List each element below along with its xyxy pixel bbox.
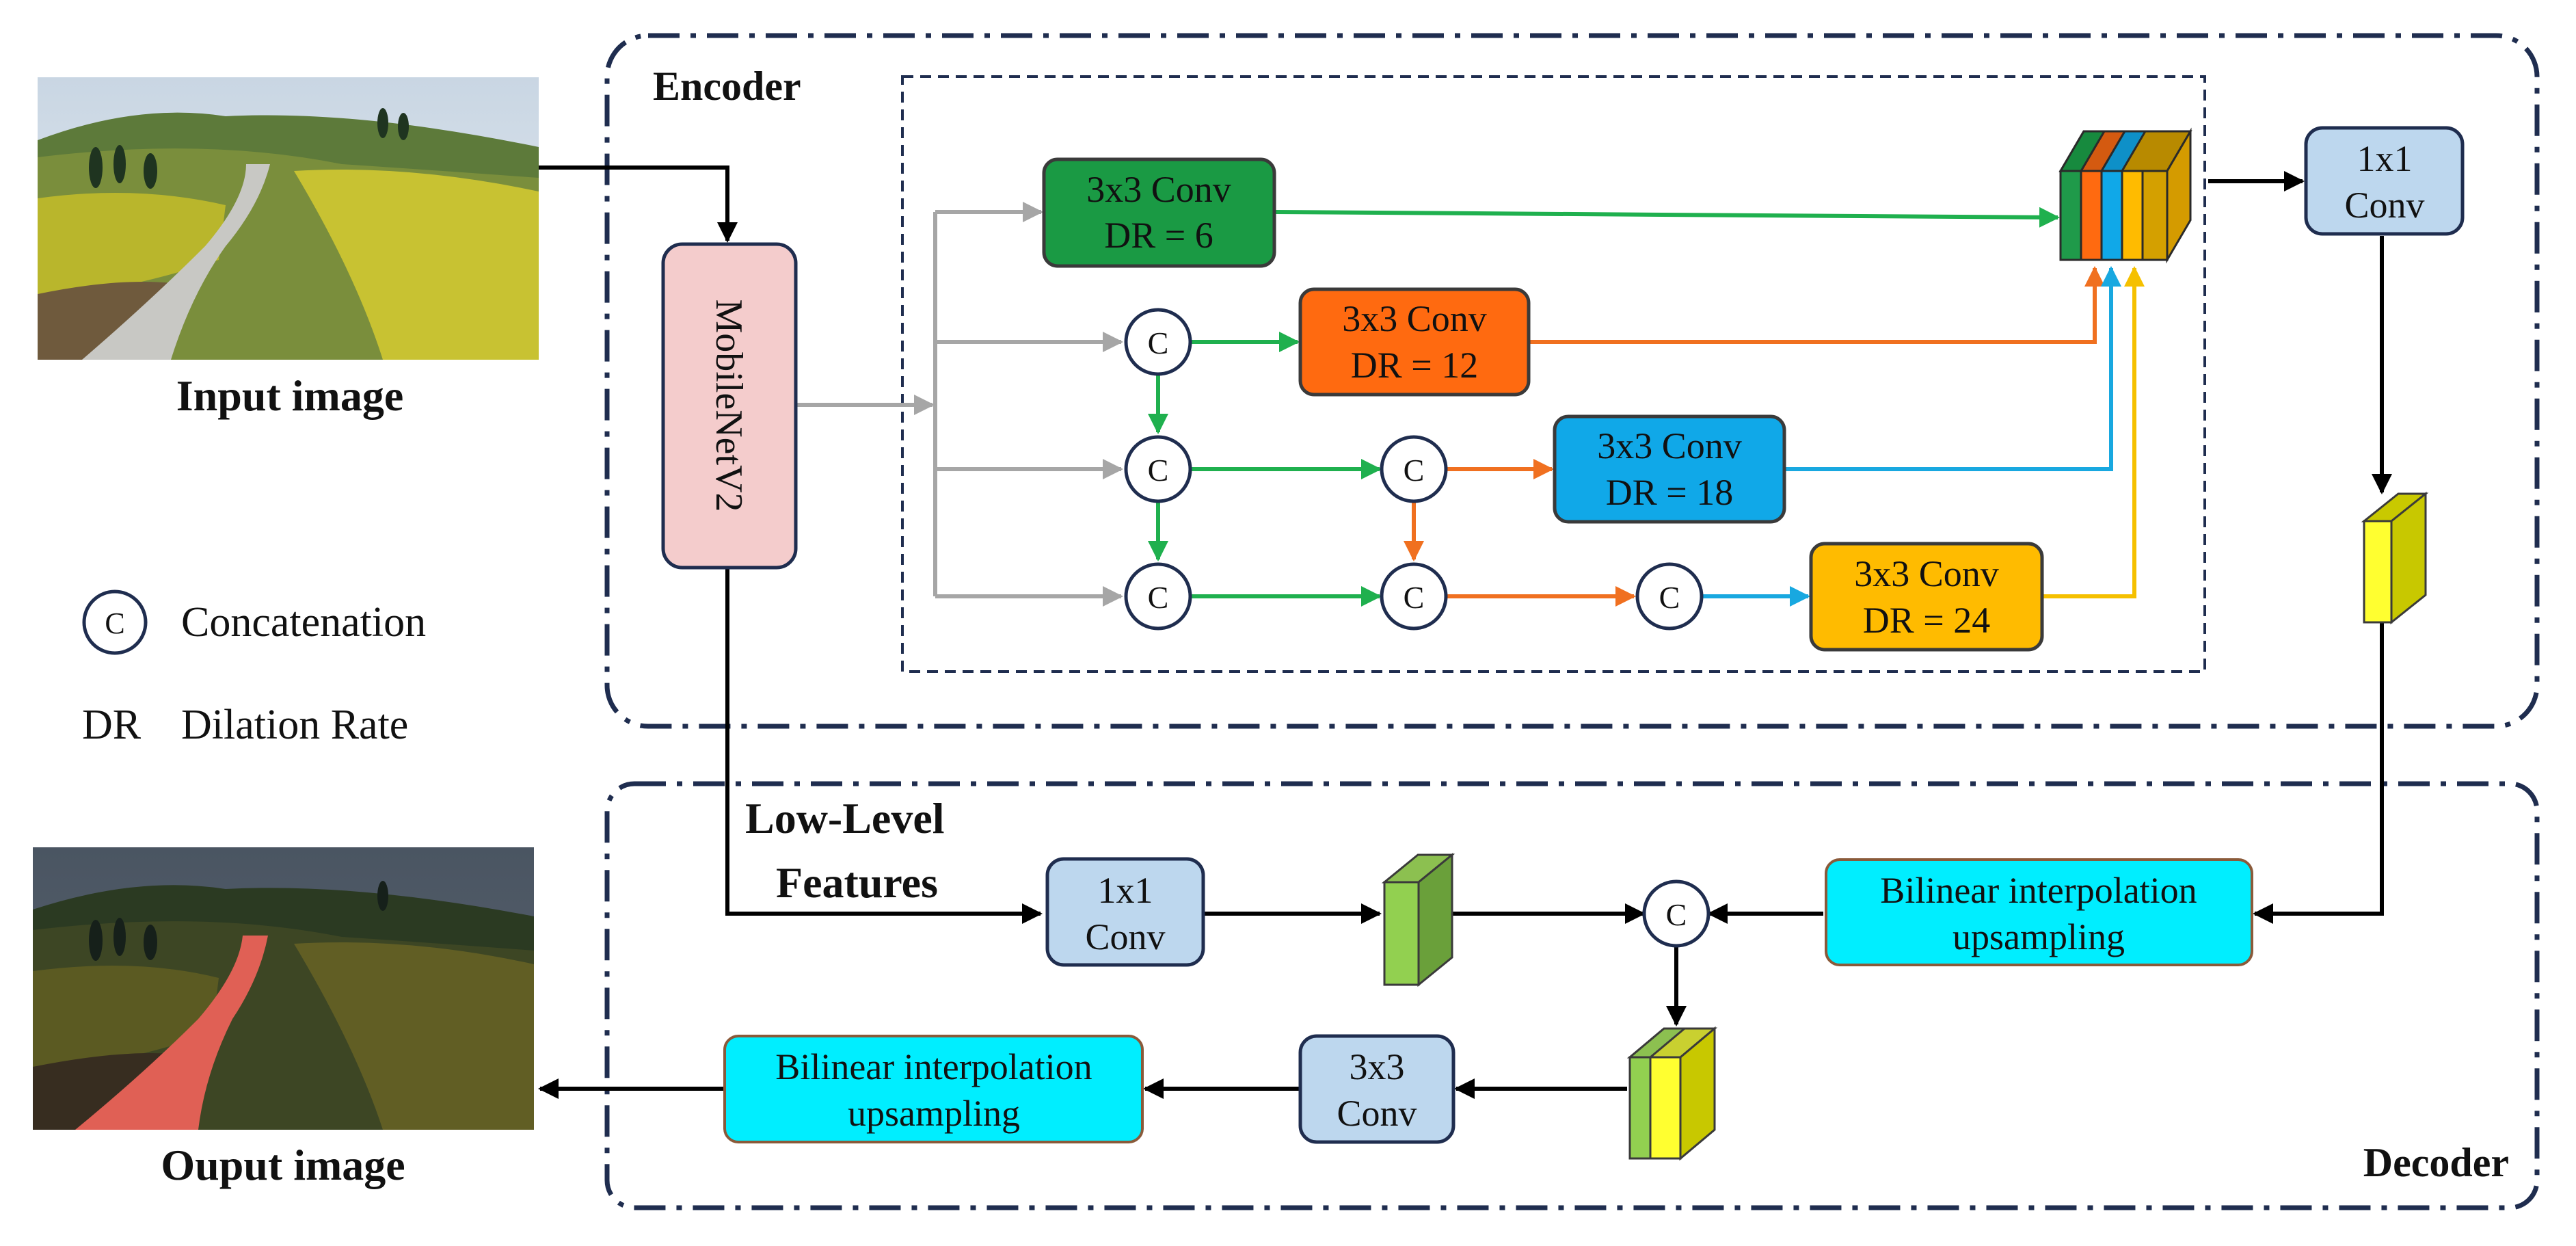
- svg-text:C: C: [1666, 897, 1687, 932]
- low-level-label-line1: Low-Level: [745, 794, 945, 843]
- concat-node: C: [1124, 562, 1192, 631]
- backbone-label: MobileNetV2: [708, 299, 750, 512]
- upsample-bottom-block: [723, 1035, 1144, 1143]
- input-image: [38, 77, 539, 360]
- svg-text:C: C: [1148, 453, 1169, 488]
- legend-concat-text: Concatenation: [181, 599, 426, 646]
- encoder-conv1x1-block: [2304, 126, 2465, 236]
- upsample-bottom-line2: upsampling: [848, 1093, 1020, 1134]
- conv-dr24-line1: 3x3 Conv: [1854, 553, 1999, 594]
- concat-node: C: [1380, 562, 1448, 631]
- low-level-feature: [1381, 852, 1455, 987]
- output-caption: Ouput image: [161, 1141, 405, 1189]
- upsample-top-line2: upsampling: [1953, 916, 2125, 957]
- backbone-block: [661, 242, 798, 570]
- encoder-frame: [604, 33, 2540, 729]
- upsample-top-block: [1825, 858, 2253, 966]
- arrow-input-to-backbone: [539, 165, 738, 243]
- low-level-label-line2: Features: [776, 858, 938, 907]
- line-low-level-features: [725, 568, 1043, 924]
- aspp-concat-feature-stack: [2058, 127, 2192, 264]
- decoder-conv1x1-line2: Conv: [1085, 916, 1165, 957]
- conv-dr18-line1: 3x3 Conv: [1597, 425, 1742, 466]
- decoder-conv3x3-block: [1298, 1034, 1455, 1144]
- input-caption: Input image: [176, 371, 404, 420]
- concat-node: C: [1635, 562, 1704, 631]
- concat-node: C: [1124, 435, 1192, 503]
- legend-dr-abbr: DR: [82, 702, 142, 748]
- conv-dr12-line1: 3x3 Conv: [1342, 298, 1487, 339]
- concat-nodes: C C C C C C: [1124, 308, 1704, 631]
- svg-text:C: C: [1659, 580, 1680, 615]
- conv-dr6-line1: 3x3 Conv: [1086, 169, 1231, 210]
- decoder-conv3x3-line2: Conv: [1337, 1093, 1417, 1134]
- conv-dr6-line2: DR = 6: [1104, 215, 1213, 256]
- decoder-conv3x3-line1: 3x3: [1350, 1046, 1405, 1087]
- conv-dr12-line2: DR = 12: [1351, 345, 1478, 386]
- aspp-frame: [901, 75, 2206, 673]
- svg-text:C: C: [1148, 326, 1169, 360]
- concat-node: C: [1380, 435, 1448, 503]
- concat-node: C: [1124, 308, 1192, 376]
- svg-text:C: C: [1404, 580, 1425, 615]
- decoder-concat-feature-stack: [1626, 1026, 1718, 1161]
- legend-dr-text: Dilation Rate: [181, 702, 408, 748]
- encoder-title: Encoder: [653, 64, 801, 109]
- conv-dr18-block: [1553, 414, 1786, 524]
- conv-dr24-line2: DR = 24: [1863, 600, 1990, 641]
- encoder-conv1x1-line2: Conv: [2344, 185, 2424, 226]
- decoder-title: Decoder: [2363, 1140, 2509, 1185]
- arrow-feature-to-upsample: [2253, 622, 2384, 924]
- encoder-conv1x1-line1: 1x1: [2357, 138, 2413, 179]
- road-segmentation-mask: [75, 936, 268, 1130]
- conv-dr6-block: [1042, 157, 1276, 268]
- svg-text:C: C: [1404, 453, 1425, 488]
- decoder-frame: [604, 781, 2540, 1210]
- decoder-conv1x1-block: [1045, 857, 1205, 967]
- upsample-bottom-line1: Bilinear interpolation: [775, 1046, 1092, 1087]
- legend-concat-icon: [82, 589, 148, 655]
- output-image: [33, 847, 534, 1130]
- decoder-conv1x1-line1: 1x1: [1098, 870, 1153, 911]
- decoder-concat-node: C: [1642, 879, 1710, 948]
- conv-dr12-block: [1298, 287, 1531, 397]
- legend-concat-symbol: C: [105, 607, 124, 640]
- upsample-top-line1: Bilinear interpolation: [1880, 870, 2197, 911]
- conv-dr18-line2: DR = 18: [1606, 472, 1733, 513]
- conv-dr24-block: [1809, 542, 2044, 652]
- svg-text:C: C: [1148, 580, 1169, 615]
- encoder-output-feature: [2361, 491, 2429, 625]
